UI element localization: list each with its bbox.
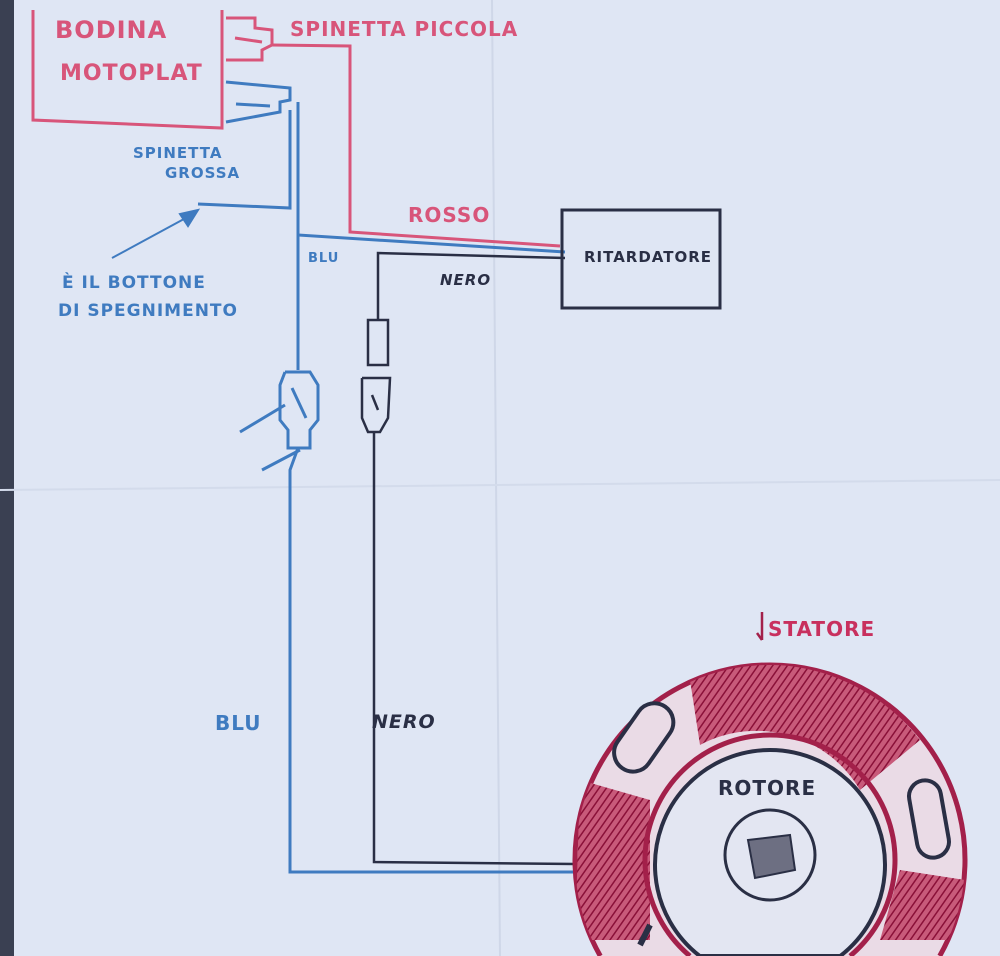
blue-wire-label-bottom: BLU [215,711,262,735]
large-plug-label-line2: GROSSA [165,164,240,182]
paper-fold-horizontal [0,479,1000,491]
arrow-icon [111,208,201,259]
large-plug-connector [197,80,566,370]
blue-inline-connector [239,370,575,874]
kill-switch-note-line2: DI SPEGNIMENTO [58,301,238,321]
coil-label-line1: BODINA [55,16,167,44]
small-plug-connector [226,16,561,248]
rotor [637,747,887,956]
large-plug-label-line1: SPINETTA [133,144,222,162]
red-wire-label: ROSSO [408,203,490,227]
stator-pointer-icon [755,612,764,641]
paper-fold [491,0,501,956]
black-wire-label-bottom: NERO [372,711,436,733]
coil-box [31,10,224,130]
coil-label-line2: MOTOPLAT [60,61,203,86]
paper-left-edge [0,0,14,956]
regulator-label: RITARDATORE [584,248,712,266]
blue-wire-label-top: BLU [308,251,339,266]
regulator-box [560,208,722,310]
black-wire-label-top: NERO [440,271,491,289]
kill-switch-note-line1: È IL BOTTONE [62,271,206,293]
black-wire [360,251,576,866]
rotor-label: ROTORE [718,776,816,800]
stator-label: STATORE [768,617,875,641]
small-plug-label: SPINETTA PICCOLA [290,17,518,41]
